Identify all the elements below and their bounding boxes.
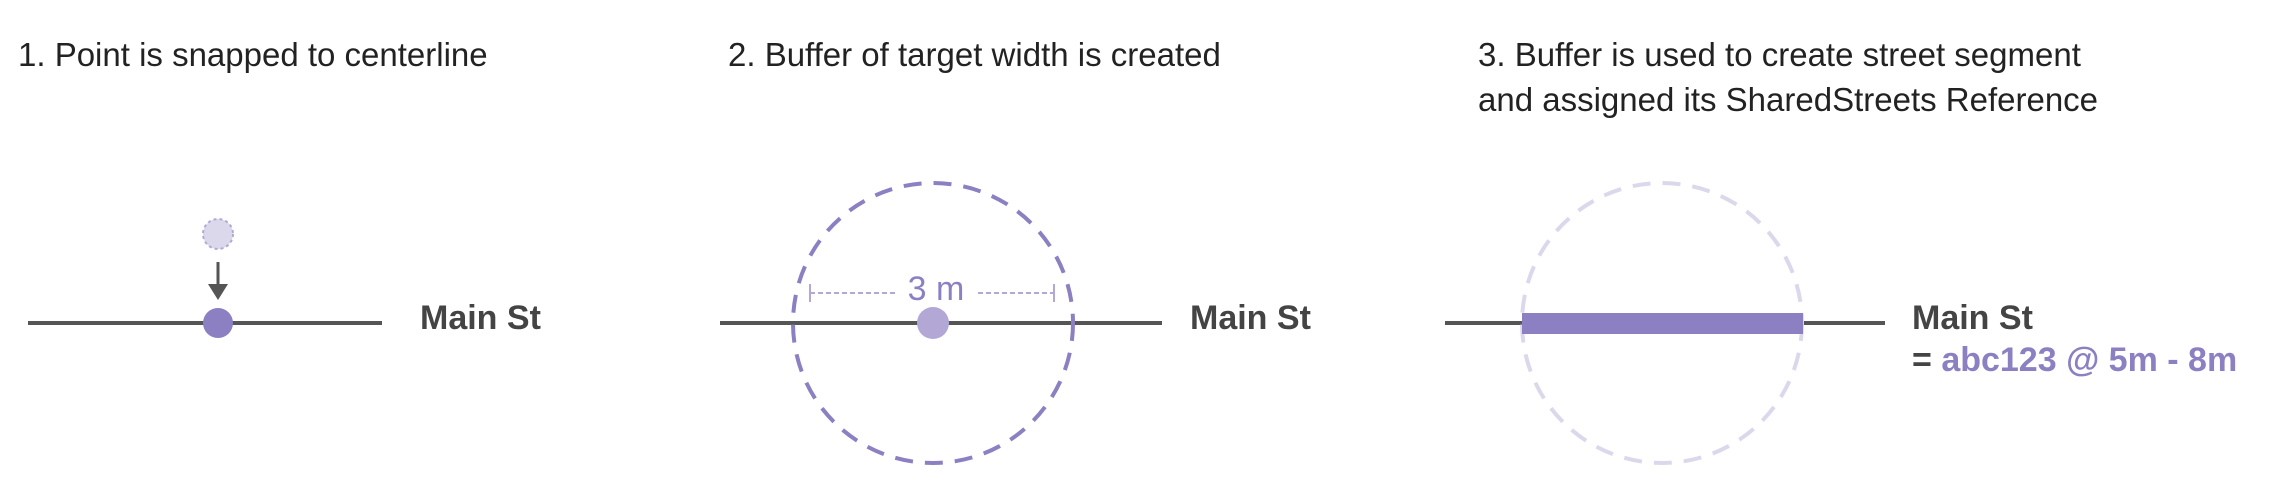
step-2-title: 2. Buffer of target width is created <box>728 36 1221 73</box>
step-1-title: 1. Point is snapped to centerline <box>18 36 488 73</box>
street-label-2: Main St <box>1190 299 1311 337</box>
step-3-title-line-2: and assigned its SharedStreets Reference <box>1478 81 2099 118</box>
panel-2: 3 m <box>720 181 1162 465</box>
buffer-circle <box>791 181 1075 465</box>
sharedstreets-reference: = abc123 @ 5m - 8m <box>1912 341 2237 380</box>
original-point <box>202 218 234 250</box>
snap-arrow-head <box>208 284 228 300</box>
street-label-3: Main St <box>1912 299 2033 337</box>
street-label-1: Main St <box>420 299 541 337</box>
panel-3 <box>1445 181 1885 465</box>
street-segment <box>1522 313 1803 334</box>
panel-1 <box>28 218 382 338</box>
snapped-point <box>203 308 233 338</box>
step-3-title-line-1: 3. Buffer is used to create street segme… <box>1478 36 2081 73</box>
reference-value: abc123 @ 5m - 8m <box>1941 341 2238 379</box>
reference-prefix: = <box>1912 341 1932 379</box>
buffer-center-point <box>917 307 949 339</box>
buffer-width-label: 3 m <box>908 270 965 308</box>
